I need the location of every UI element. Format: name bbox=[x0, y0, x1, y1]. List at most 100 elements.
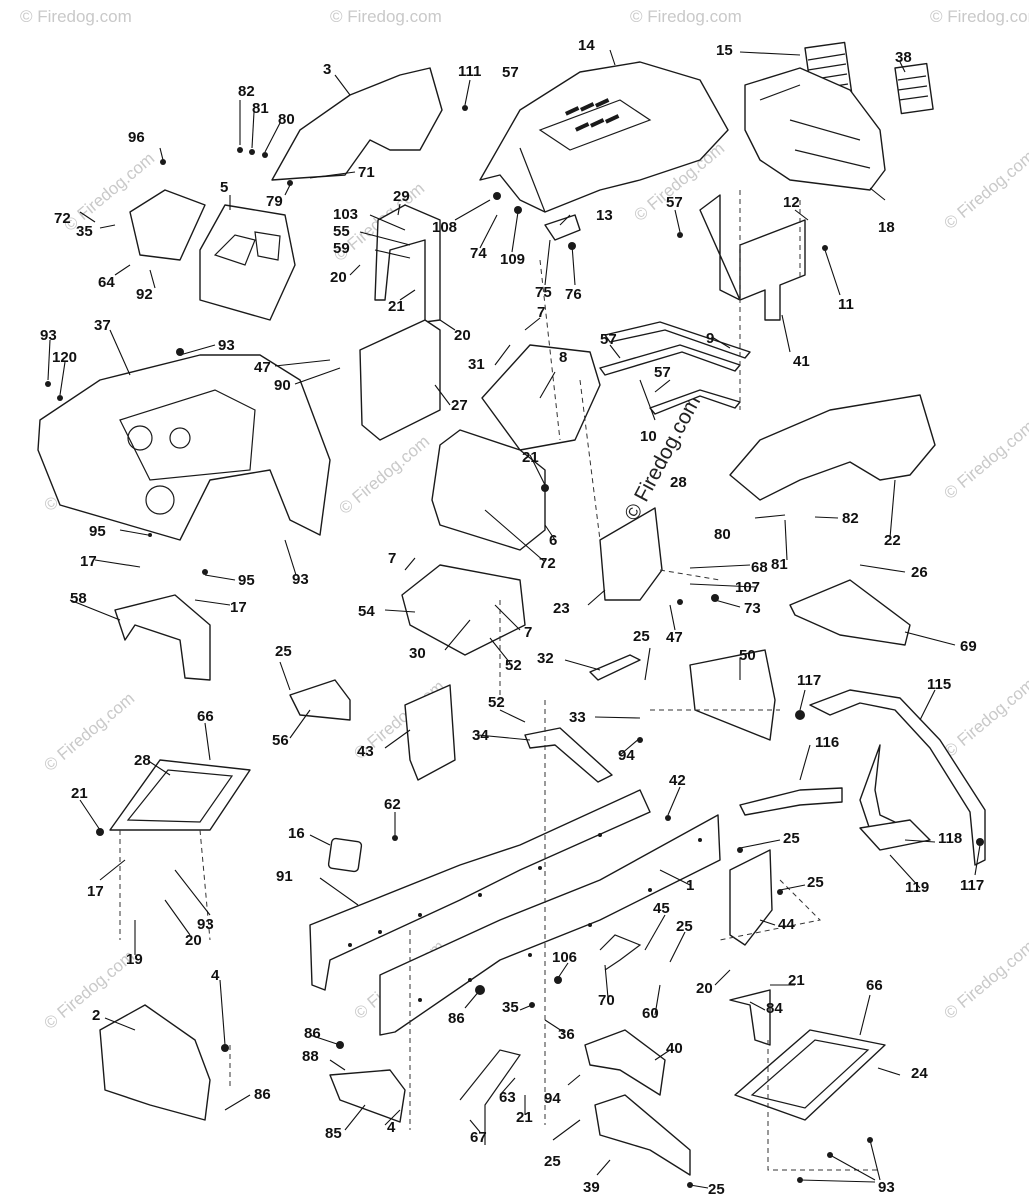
callout-93: 93 bbox=[292, 571, 309, 588]
callout-86: 86 bbox=[304, 1025, 321, 1042]
part-8-plate bbox=[481, 344, 601, 451]
callout-17: 17 bbox=[230, 599, 247, 616]
callout-91: 91 bbox=[276, 868, 293, 885]
callout-7: 7 bbox=[388, 550, 396, 567]
callout-64: 64 bbox=[98, 274, 115, 291]
callout-39: 39 bbox=[583, 1179, 600, 1196]
callout-14: 14 bbox=[578, 37, 595, 54]
callout-25: 25 bbox=[544, 1153, 561, 1170]
callout-1: 1 bbox=[686, 877, 694, 894]
callout-54: 54 bbox=[358, 603, 375, 620]
callout-111: 111 bbox=[458, 63, 481, 80]
part-92-cover bbox=[129, 189, 206, 261]
callout-119: 119 bbox=[905, 879, 929, 896]
callout-35: 35 bbox=[76, 223, 93, 240]
callout-28: 28 bbox=[134, 752, 151, 769]
frame-holes bbox=[348, 833, 702, 1002]
callout-76: 76 bbox=[565, 286, 582, 303]
callout-56: 56 bbox=[272, 732, 289, 749]
callout-75: 75 bbox=[535, 284, 552, 301]
part-58-bracket bbox=[114, 594, 211, 681]
part-27-plate bbox=[359, 319, 441, 441]
body-hole bbox=[127, 425, 153, 451]
callout-50: 50 bbox=[739, 647, 756, 664]
part-23-plate bbox=[599, 507, 663, 601]
callout-28: 28 bbox=[670, 474, 687, 491]
body-hole bbox=[169, 427, 191, 449]
part-3-fender-panel bbox=[271, 67, 443, 181]
callout-94: 94 bbox=[544, 1090, 561, 1107]
part-2-plate bbox=[99, 1004, 211, 1121]
callout-108: 108 bbox=[432, 219, 457, 236]
callout-66: 66 bbox=[197, 708, 214, 725]
hood-vents bbox=[565, 98, 620, 132]
callout-117: 117 bbox=[797, 672, 821, 689]
callout-62: 62 bbox=[384, 796, 401, 813]
callout-60: 60 bbox=[642, 1005, 659, 1022]
callout-80: 80 bbox=[714, 526, 731, 543]
callout-22: 22 bbox=[884, 532, 901, 549]
part-13-hinge bbox=[544, 214, 581, 241]
callout-17: 17 bbox=[80, 553, 97, 570]
callout-85: 85 bbox=[325, 1125, 342, 1142]
part-84-pedal bbox=[729, 989, 771, 1046]
callout-25: 25 bbox=[676, 918, 693, 935]
callout-68: 68 bbox=[751, 559, 768, 576]
callout-82: 82 bbox=[238, 83, 255, 100]
callout-44: 44 bbox=[778, 916, 795, 933]
watermark: © Firedog.com bbox=[940, 675, 1029, 761]
watermark: © Firedog.com bbox=[40, 689, 138, 775]
part-70-hook bbox=[599, 934, 642, 971]
callout-29: 29 bbox=[393, 188, 410, 205]
callout-107: 107 bbox=[735, 579, 760, 596]
callout-57: 57 bbox=[666, 194, 683, 211]
callout-84: 84 bbox=[766, 1000, 783, 1017]
callout-37: 37 bbox=[94, 317, 111, 334]
watermark: © Firedog.com bbox=[330, 7, 442, 26]
callout-21: 21 bbox=[71, 785, 88, 802]
callout-21: 21 bbox=[388, 298, 405, 315]
part-43-plate bbox=[404, 684, 456, 781]
callout-20: 20 bbox=[454, 327, 471, 344]
callout-72: 72 bbox=[54, 210, 71, 227]
callout-41: 41 bbox=[793, 353, 810, 370]
part-69-shield bbox=[789, 579, 911, 646]
callout-118: 118 bbox=[938, 830, 962, 847]
callout-71: 71 bbox=[358, 164, 375, 181]
part-85-bracket bbox=[329, 1069, 406, 1123]
part-10-link-b bbox=[649, 389, 741, 415]
callout-80: 80 bbox=[278, 111, 295, 128]
callout-82: 82 bbox=[842, 510, 859, 527]
callout-7: 7 bbox=[537, 304, 545, 321]
callout-35: 35 bbox=[502, 999, 519, 1016]
callout-21: 21 bbox=[788, 972, 805, 989]
callout-26: 26 bbox=[911, 564, 928, 581]
callout-6: 6 bbox=[549, 532, 557, 549]
callout-81: 81 bbox=[252, 100, 269, 117]
callout-24: 24 bbox=[911, 1065, 928, 1082]
callout-57: 57 bbox=[600, 331, 617, 348]
callout-25: 25 bbox=[783, 830, 800, 847]
part-24-footrest bbox=[734, 1029, 886, 1121]
part-30-plate bbox=[401, 564, 526, 656]
callout-73: 73 bbox=[744, 600, 761, 617]
callout-21: 21 bbox=[522, 449, 539, 466]
callout-81: 81 bbox=[771, 556, 788, 573]
fasteners bbox=[45, 105, 984, 1188]
callout-95: 95 bbox=[89, 523, 106, 540]
callout-109: 109 bbox=[500, 251, 525, 268]
callout-63: 63 bbox=[499, 1089, 516, 1106]
part-67-rod bbox=[459, 1049, 521, 1145]
callout-93: 93 bbox=[218, 337, 235, 354]
callout-12: 12 bbox=[783, 194, 800, 211]
part-115-handle bbox=[809, 689, 986, 866]
callout-58: 58 bbox=[70, 590, 87, 607]
callout-86: 86 bbox=[254, 1086, 271, 1103]
hood-detail bbox=[519, 99, 652, 213]
callout-93: 93 bbox=[878, 1179, 895, 1196]
part-40-bracket bbox=[584, 1029, 666, 1096]
callout-69: 69 bbox=[960, 638, 977, 655]
callout-57: 57 bbox=[654, 364, 671, 381]
